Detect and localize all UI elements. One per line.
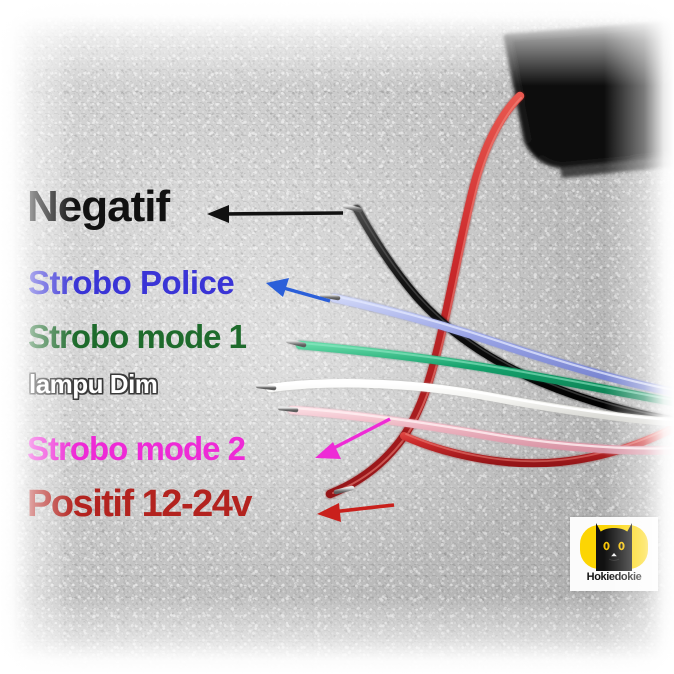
product-photo: Negatif Strobo Police Strobo mode 1 lamp… <box>0 0 674 674</box>
photo-vignette <box>0 0 674 674</box>
